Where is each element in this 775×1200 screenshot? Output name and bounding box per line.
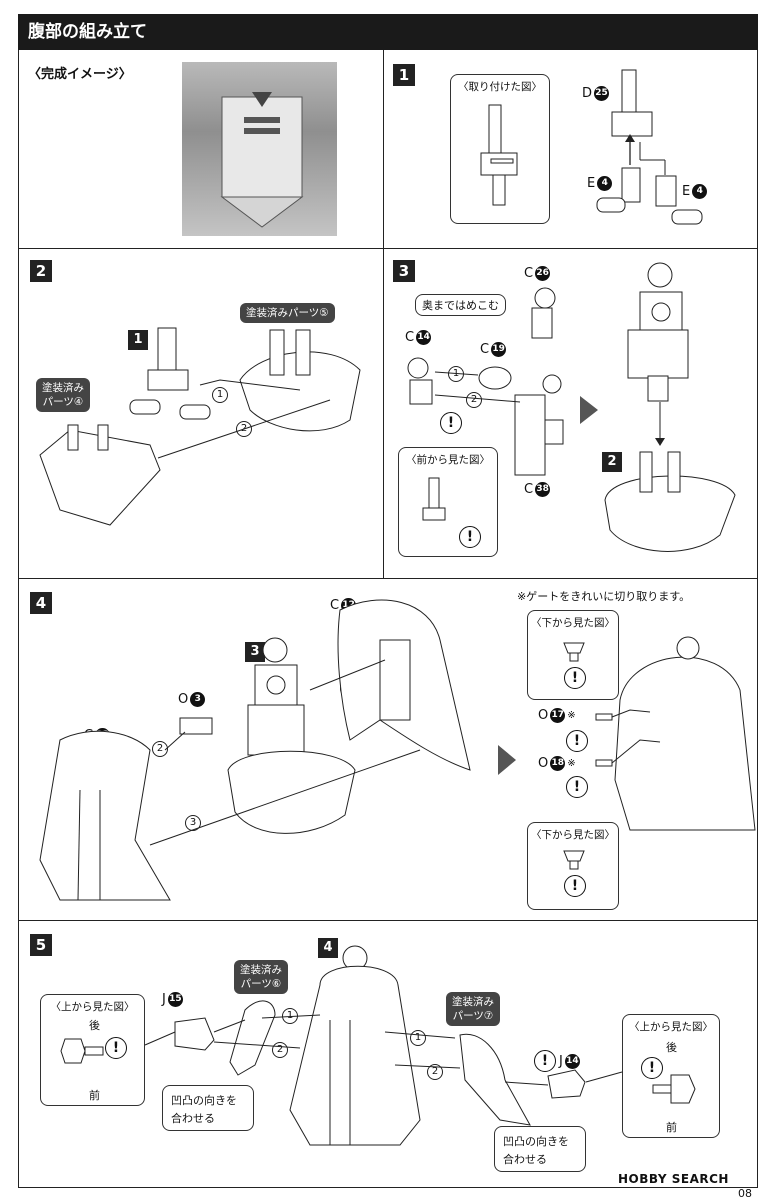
painted-part-4-line1: 塗装済み bbox=[42, 382, 84, 394]
section-title: 腹部の組み立て bbox=[18, 14, 758, 50]
painted-part-4: 塗装済み パーツ④ bbox=[36, 378, 90, 412]
step3-ref-2: 2 bbox=[602, 452, 622, 472]
step3-callout-warning-icon: ! bbox=[459, 526, 481, 548]
step5-note-right: 凹凸の向きを 合わせる bbox=[494, 1126, 586, 1172]
step4-callout-bottom-title: 〈下から見た図〉 bbox=[531, 829, 615, 841]
step-5-number: 5 bbox=[30, 934, 52, 956]
painted-part-7-line1: 塗装済み bbox=[452, 996, 494, 1008]
step4-callout-top-title: 〈下から見た図〉 bbox=[531, 617, 615, 629]
step4-warning-o17: ! bbox=[566, 730, 588, 752]
painted-part-7-line2: パーツ⑦ bbox=[452, 1010, 494, 1022]
step1-callout: 〈取り付けた図〉 bbox=[450, 74, 550, 224]
step5-note-left-line1: 凹凸の向きを bbox=[171, 1094, 237, 1107]
step4-callout-bottom-art bbox=[563, 850, 585, 870]
divider-row1 bbox=[18, 248, 758, 249]
step5-note-right-line2: 合わせる bbox=[503, 1153, 547, 1166]
divider-row3 bbox=[18, 920, 758, 921]
painted-part-6-line2: パーツ⑥ bbox=[240, 978, 282, 990]
painted-part-4-line2: パーツ④ bbox=[42, 396, 84, 408]
step4-callout-top-art bbox=[563, 642, 585, 662]
step1-callout-art bbox=[480, 104, 518, 206]
step5-callout-left: 〈上から見た図〉 後 ! 前 bbox=[40, 994, 145, 1106]
step3-callout-art bbox=[422, 477, 446, 521]
step4-warning-o18: ! bbox=[566, 776, 588, 798]
painted-part-6-line1: 塗装済み bbox=[240, 964, 282, 976]
step5-callout-right: 〈上から見た図〉 後 ! 前 bbox=[622, 1014, 720, 1138]
step2-ref-1: 1 bbox=[128, 330, 148, 350]
step5-note-right-line1: 凹凸の向きを bbox=[503, 1135, 569, 1148]
note-press-fully: 奥まではめこむ bbox=[415, 294, 506, 316]
divider-row2 bbox=[18, 578, 758, 579]
finished-photo-art bbox=[220, 92, 304, 228]
step5-ref-4: 4 bbox=[318, 938, 338, 958]
step4-callout-top-warning-icon: ! bbox=[564, 667, 586, 689]
step5-left-back: 後 bbox=[89, 1019, 100, 1032]
step4-callout-bottom-warning-icon: ! bbox=[564, 875, 586, 897]
step3-callout-title: 〈前から見た図〉 bbox=[406, 454, 490, 466]
step5-note-left-line2: 合わせる bbox=[171, 1112, 215, 1125]
step5-note-left: 凹凸の向きを 合わせる bbox=[162, 1085, 254, 1131]
step5-right-warning-icon: ! bbox=[641, 1057, 663, 1079]
step4-callout-top: 〈下から見た図〉 ! bbox=[527, 610, 619, 700]
divider-col bbox=[383, 50, 384, 578]
footer-watermark: HOBBY SEARCH bbox=[618, 1172, 729, 1186]
step-2-number: 2 bbox=[30, 260, 52, 282]
step3-order-2: 2 bbox=[466, 392, 482, 408]
painted-part-7: 塗装済み パーツ⑦ bbox=[446, 992, 500, 1026]
step5-warning-j14: ! bbox=[534, 1050, 556, 1072]
step5-callout-right-title: 〈上から見た図〉 bbox=[629, 1021, 713, 1033]
preview-title: 〈完成イメージ〉 bbox=[28, 67, 132, 82]
page-number: 08 bbox=[738, 1187, 752, 1200]
step4-callout-bottom: 〈下から見た図〉 ! bbox=[527, 822, 619, 910]
step1-callout-title: 〈取り付けた図〉 bbox=[458, 81, 542, 93]
step4-ref-3: 3 bbox=[245, 642, 265, 662]
step5-left-callout-art bbox=[60, 1038, 104, 1064]
step5-right-back: 後 bbox=[666, 1041, 677, 1054]
step-1-number: 1 bbox=[393, 64, 415, 86]
step5-callout-left-title: 〈上から見た図〉 bbox=[50, 1001, 135, 1013]
step2-order-1: 1 bbox=[212, 387, 228, 403]
step4-order-3: 3 bbox=[185, 815, 201, 831]
step5-right-callout-art bbox=[652, 1074, 696, 1104]
step5-right-front: 前 bbox=[666, 1121, 677, 1134]
step5-left-front: 前 bbox=[89, 1089, 100, 1102]
painted-part-5: 塗装済みパーツ⑤ bbox=[240, 303, 335, 323]
finished-photo bbox=[182, 62, 337, 236]
gate-note: ※ゲートをきれいに切り取ります。 bbox=[517, 590, 691, 603]
step3-callout: 〈前から見た図〉 ! bbox=[398, 447, 498, 557]
step4-order-2: 2 bbox=[152, 741, 168, 757]
step5-left-warning-icon: ! bbox=[105, 1037, 127, 1059]
instruction-grid bbox=[18, 50, 758, 1188]
step3-warning-icon: ! bbox=[440, 412, 462, 434]
step5-order-2-right: 2 bbox=[427, 1064, 443, 1080]
step-3-number: 3 bbox=[393, 260, 415, 282]
painted-part-6: 塗装済み パーツ⑥ bbox=[234, 960, 288, 994]
step-4-number: 4 bbox=[30, 592, 52, 614]
